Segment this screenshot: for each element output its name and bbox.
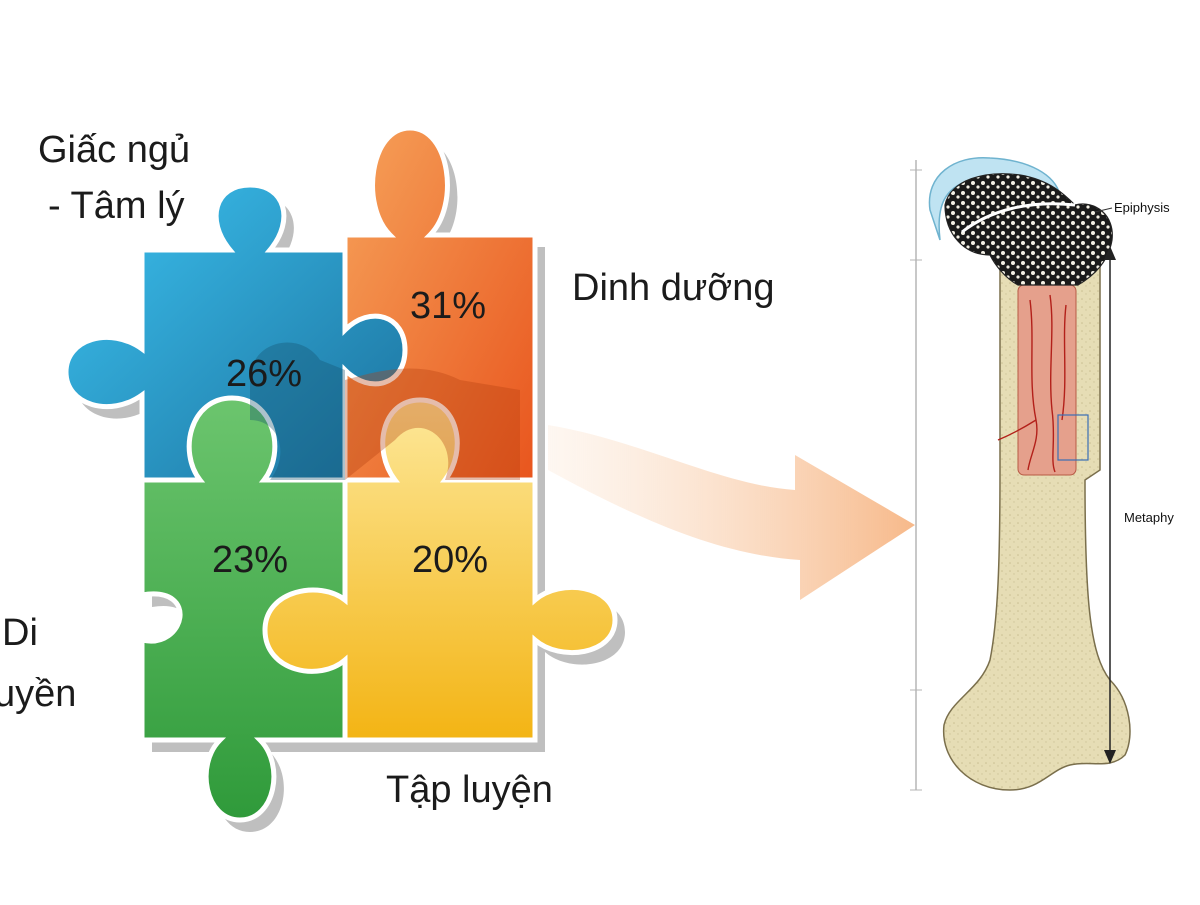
percent-label-nutrition: 31% <box>410 285 486 327</box>
bone-label-epiphysis: Epiphysis <box>1114 200 1170 215</box>
percent-label-mobility: 23% <box>212 539 288 581</box>
percent-label-exercise: 20% <box>412 539 488 581</box>
puzzle <box>63 125 618 823</box>
bone-label-metaphysis: Metaphy <box>1124 510 1174 525</box>
factor-label-sleep-line1: Giấc ngủ <box>38 129 190 171</box>
puzzle-piece-orange <box>342 125 538 503</box>
bone-diagram: Epiphysis Metaphy <box>910 156 1174 791</box>
epiphysis-pointer <box>1094 207 1113 213</box>
factor-labels: Giấc ngủ - Tâm lý Dinh dưỡng Di uyền Tập… <box>0 129 774 811</box>
ruler-ticks <box>910 169 922 791</box>
bone-measure-arrowhead-top <box>1104 246 1116 260</box>
bone-shaft <box>942 249 1131 791</box>
puzzle-overlap-shade-2 <box>345 368 520 480</box>
epiphyseal-line <box>961 202 1076 234</box>
blood-vessels <box>997 294 1067 473</box>
puzzle-piece-blue <box>63 182 408 503</box>
arrow-to-bone <box>548 425 915 600</box>
bone-measure-arrowhead-bottom <box>1104 750 1116 764</box>
bone-detail-box <box>1057 414 1089 461</box>
factor-label-sleep-line2: - Tâm lý <box>48 185 185 227</box>
puzzle-piece-yellow <box>262 397 618 743</box>
percent-labels: 26% 31% 23% 20% <box>212 285 488 581</box>
puzzle-overlap-shade <box>250 342 345 480</box>
bone-marrow <box>1017 284 1077 476</box>
factor-label-mobility-line1: Di <box>2 612 38 654</box>
factor-label-mobility-line2: uyền <box>0 673 76 715</box>
puzzle-piece-green <box>139 395 348 823</box>
factor-label-nutrition: Dinh dưỡng <box>572 267 774 309</box>
factor-label-exercise: Tập luyện <box>386 769 553 811</box>
bone-head-spongy <box>944 173 1113 286</box>
percent-label-sleep: 26% <box>226 353 302 395</box>
